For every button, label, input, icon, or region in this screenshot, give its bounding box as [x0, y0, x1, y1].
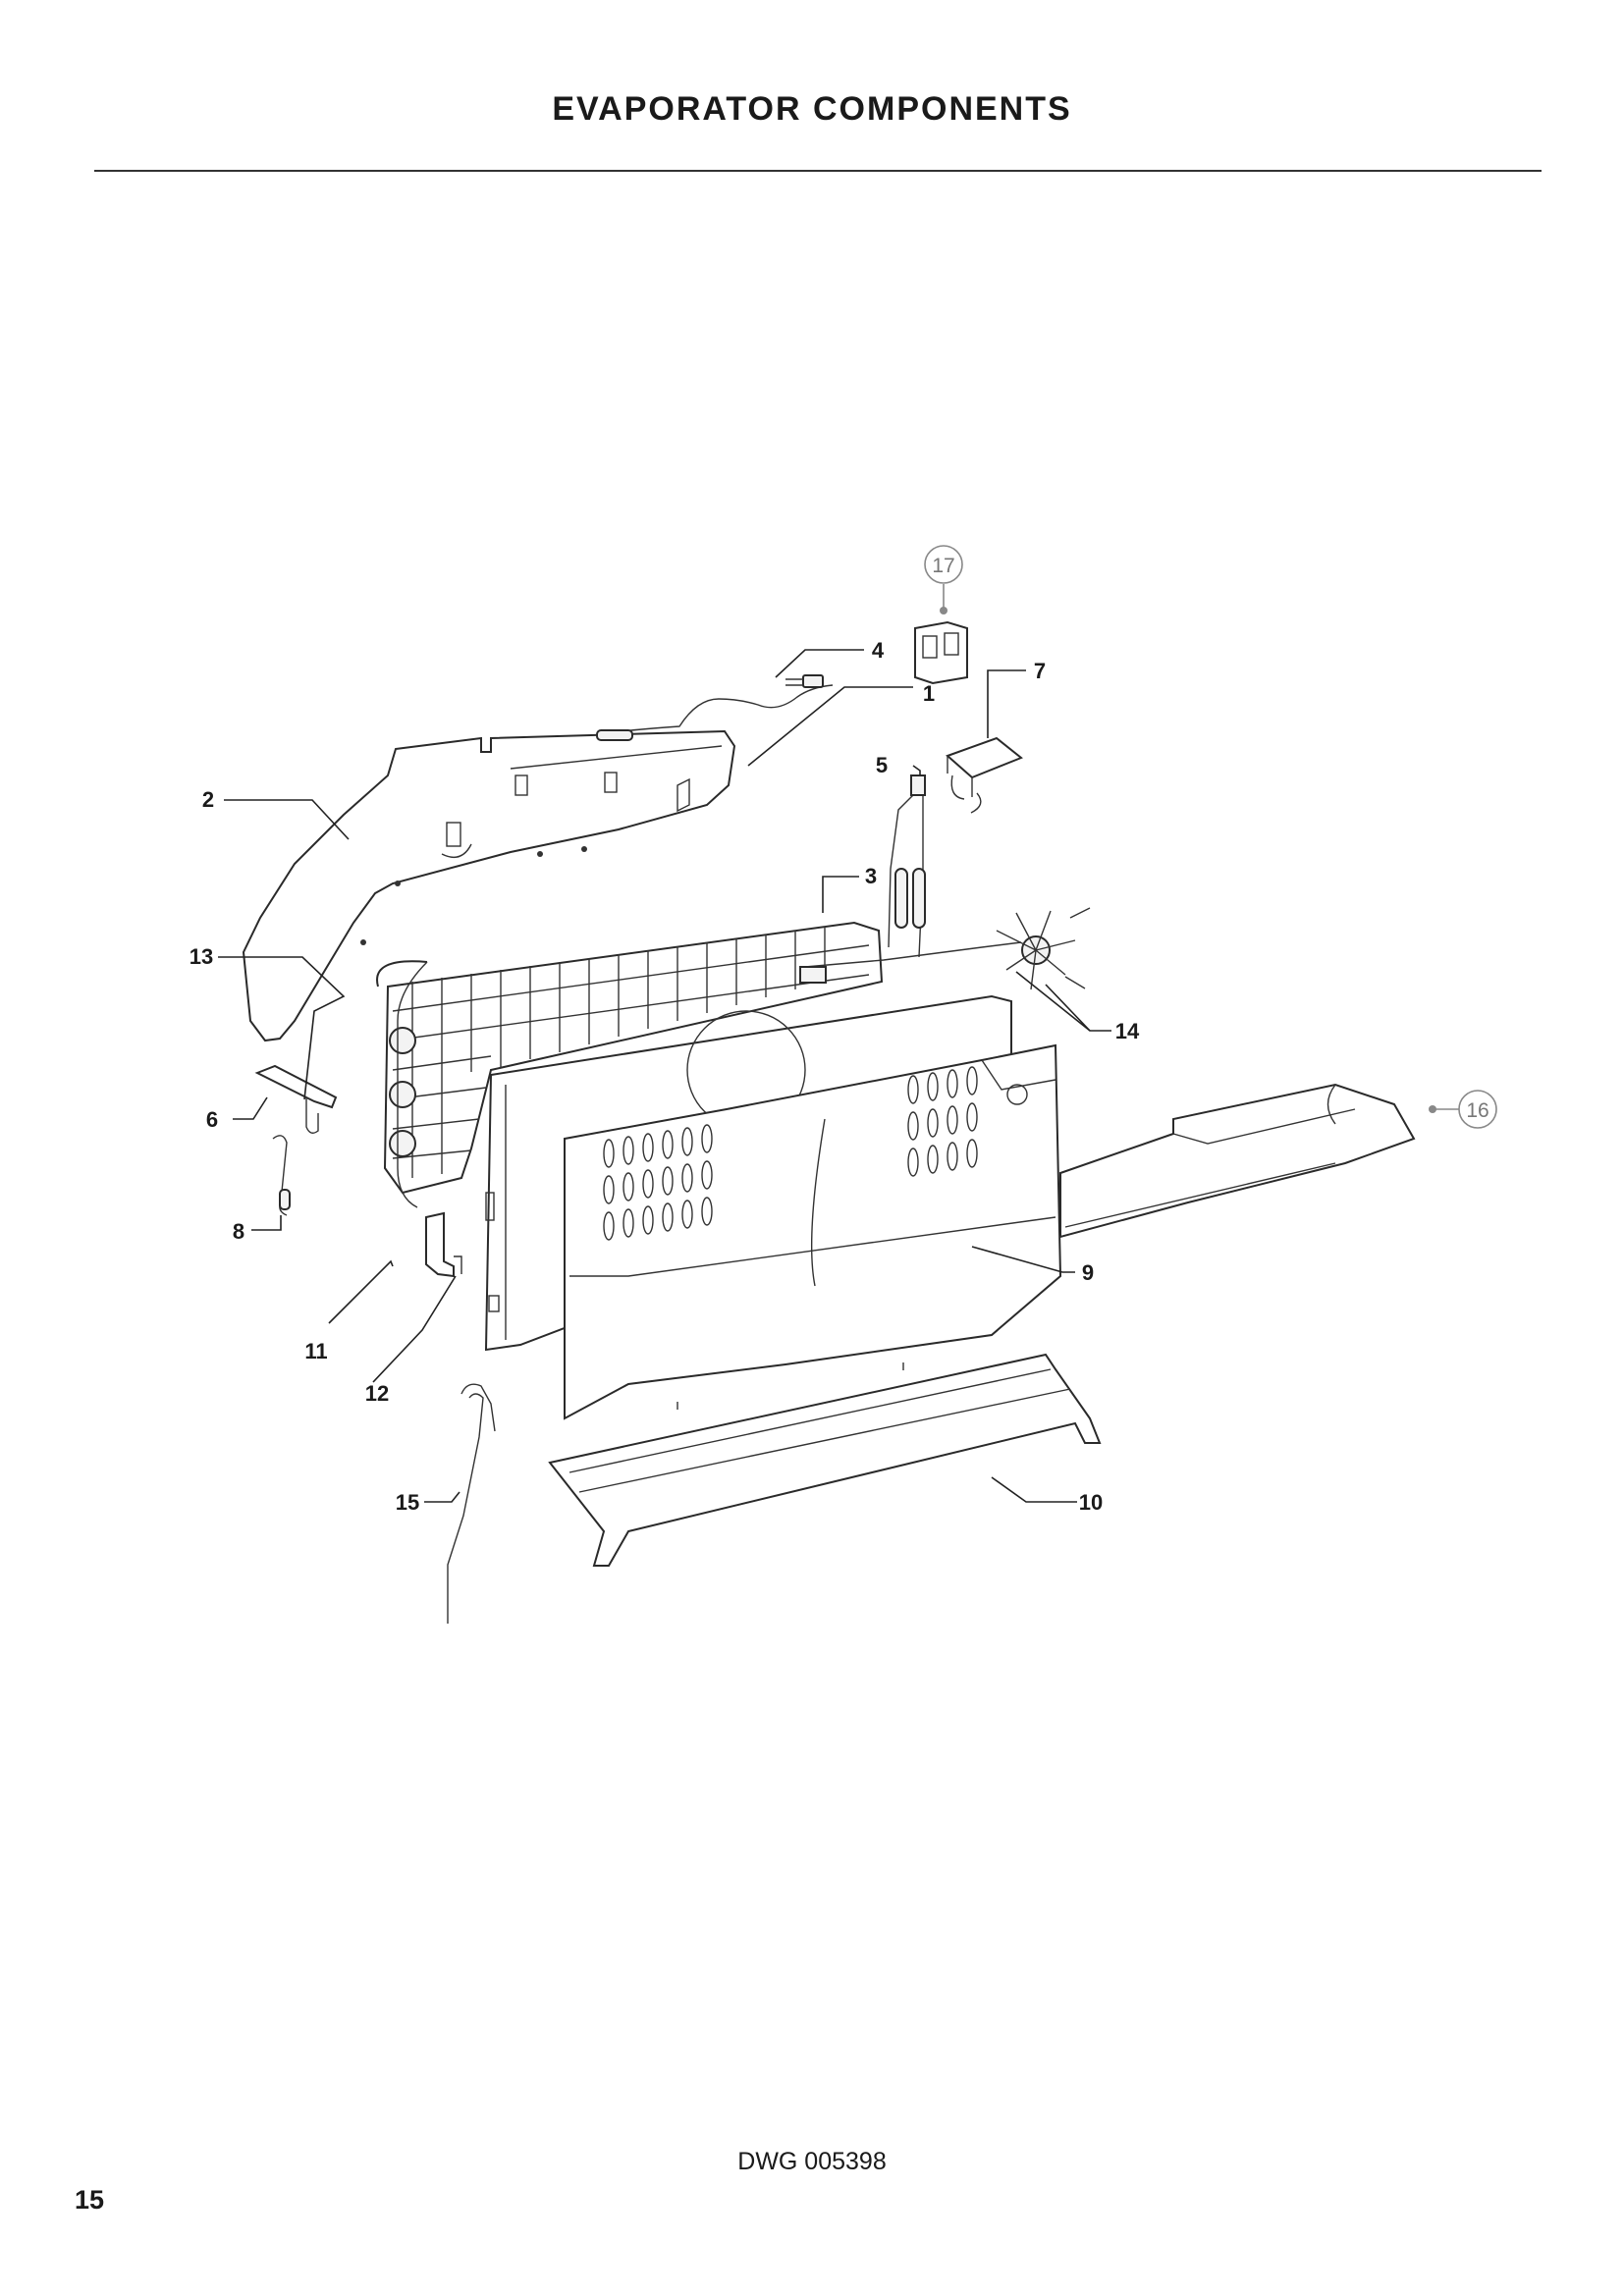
callout-2: 2 [202, 787, 214, 812]
callout-11: 11 [304, 1339, 327, 1363]
back-plate-part [242, 729, 736, 1042]
front-panel-part [564, 1043, 1062, 1420]
callout-13: 13 [189, 944, 213, 969]
callout-16: 16 [1466, 1099, 1489, 1122]
callout-17: 17 [932, 555, 954, 577]
callout-10: 10 [1079, 1490, 1103, 1515]
leader-lines [218, 584, 1461, 1503]
callout-3: 3 [865, 864, 877, 888]
callout-4: 4 [872, 638, 885, 663]
page-title: EVAPORATOR COMPONENTS [552, 90, 1072, 128]
circled-callouts: 16 17 [924, 545, 1497, 1129]
callout-7: 7 [1034, 659, 1046, 683]
lower-cover-part [548, 1353, 1102, 1567]
callout-labels: 1 2 3 4 5 6 7 8 9 10 11 12 13 14 15 [189, 638, 1140, 1515]
evaporator-fan-part [799, 907, 1091, 990]
wire-part [397, 961, 428, 1208]
page-number: 15 [75, 2185, 105, 2215]
drawing-number: DWG 005398 [737, 2148, 887, 2175]
temperature-sensor-part [272, 1135, 291, 1216]
callout-12: 12 [365, 1381, 389, 1406]
damper-part [946, 736, 1023, 814]
thermostat-bracket-part [254, 1064, 338, 1134]
callout-14: 14 [1115, 1019, 1140, 1043]
sensor-lead-part [596, 674, 834, 741]
callout-15: 15 [396, 1490, 419, 1515]
callout-1: 1 [923, 681, 935, 706]
title-divider [94, 170, 1542, 172]
callout-6: 6 [206, 1107, 218, 1132]
wire-rod-part [447, 1383, 496, 1624]
defrost-fuse-part [888, 774, 926, 958]
drain-tray-part [1059, 1083, 1416, 1239]
callout-9: 9 [1082, 1260, 1094, 1285]
callout-8: 8 [233, 1219, 244, 1244]
evaporator-coil-part [376, 921, 884, 1195]
bracket-assembly-part [914, 620, 968, 685]
callout-5: 5 [876, 753, 888, 777]
bracket-part [425, 1211, 462, 1278]
